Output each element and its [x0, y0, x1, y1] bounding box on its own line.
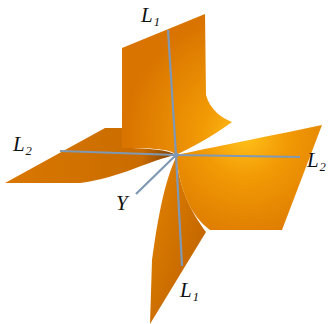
axis-lines [60, 30, 300, 266]
surface-sheet [122, 14, 232, 155]
axis-label: Y [116, 193, 128, 214]
axis-label: L₂ [307, 150, 326, 171]
axis-label: L₂ [13, 134, 32, 155]
axis-label: L₁ [180, 280, 199, 301]
axis-label: L₁ [141, 5, 160, 26]
surface-sheet [5, 128, 176, 183]
origin-dot [174, 153, 179, 158]
